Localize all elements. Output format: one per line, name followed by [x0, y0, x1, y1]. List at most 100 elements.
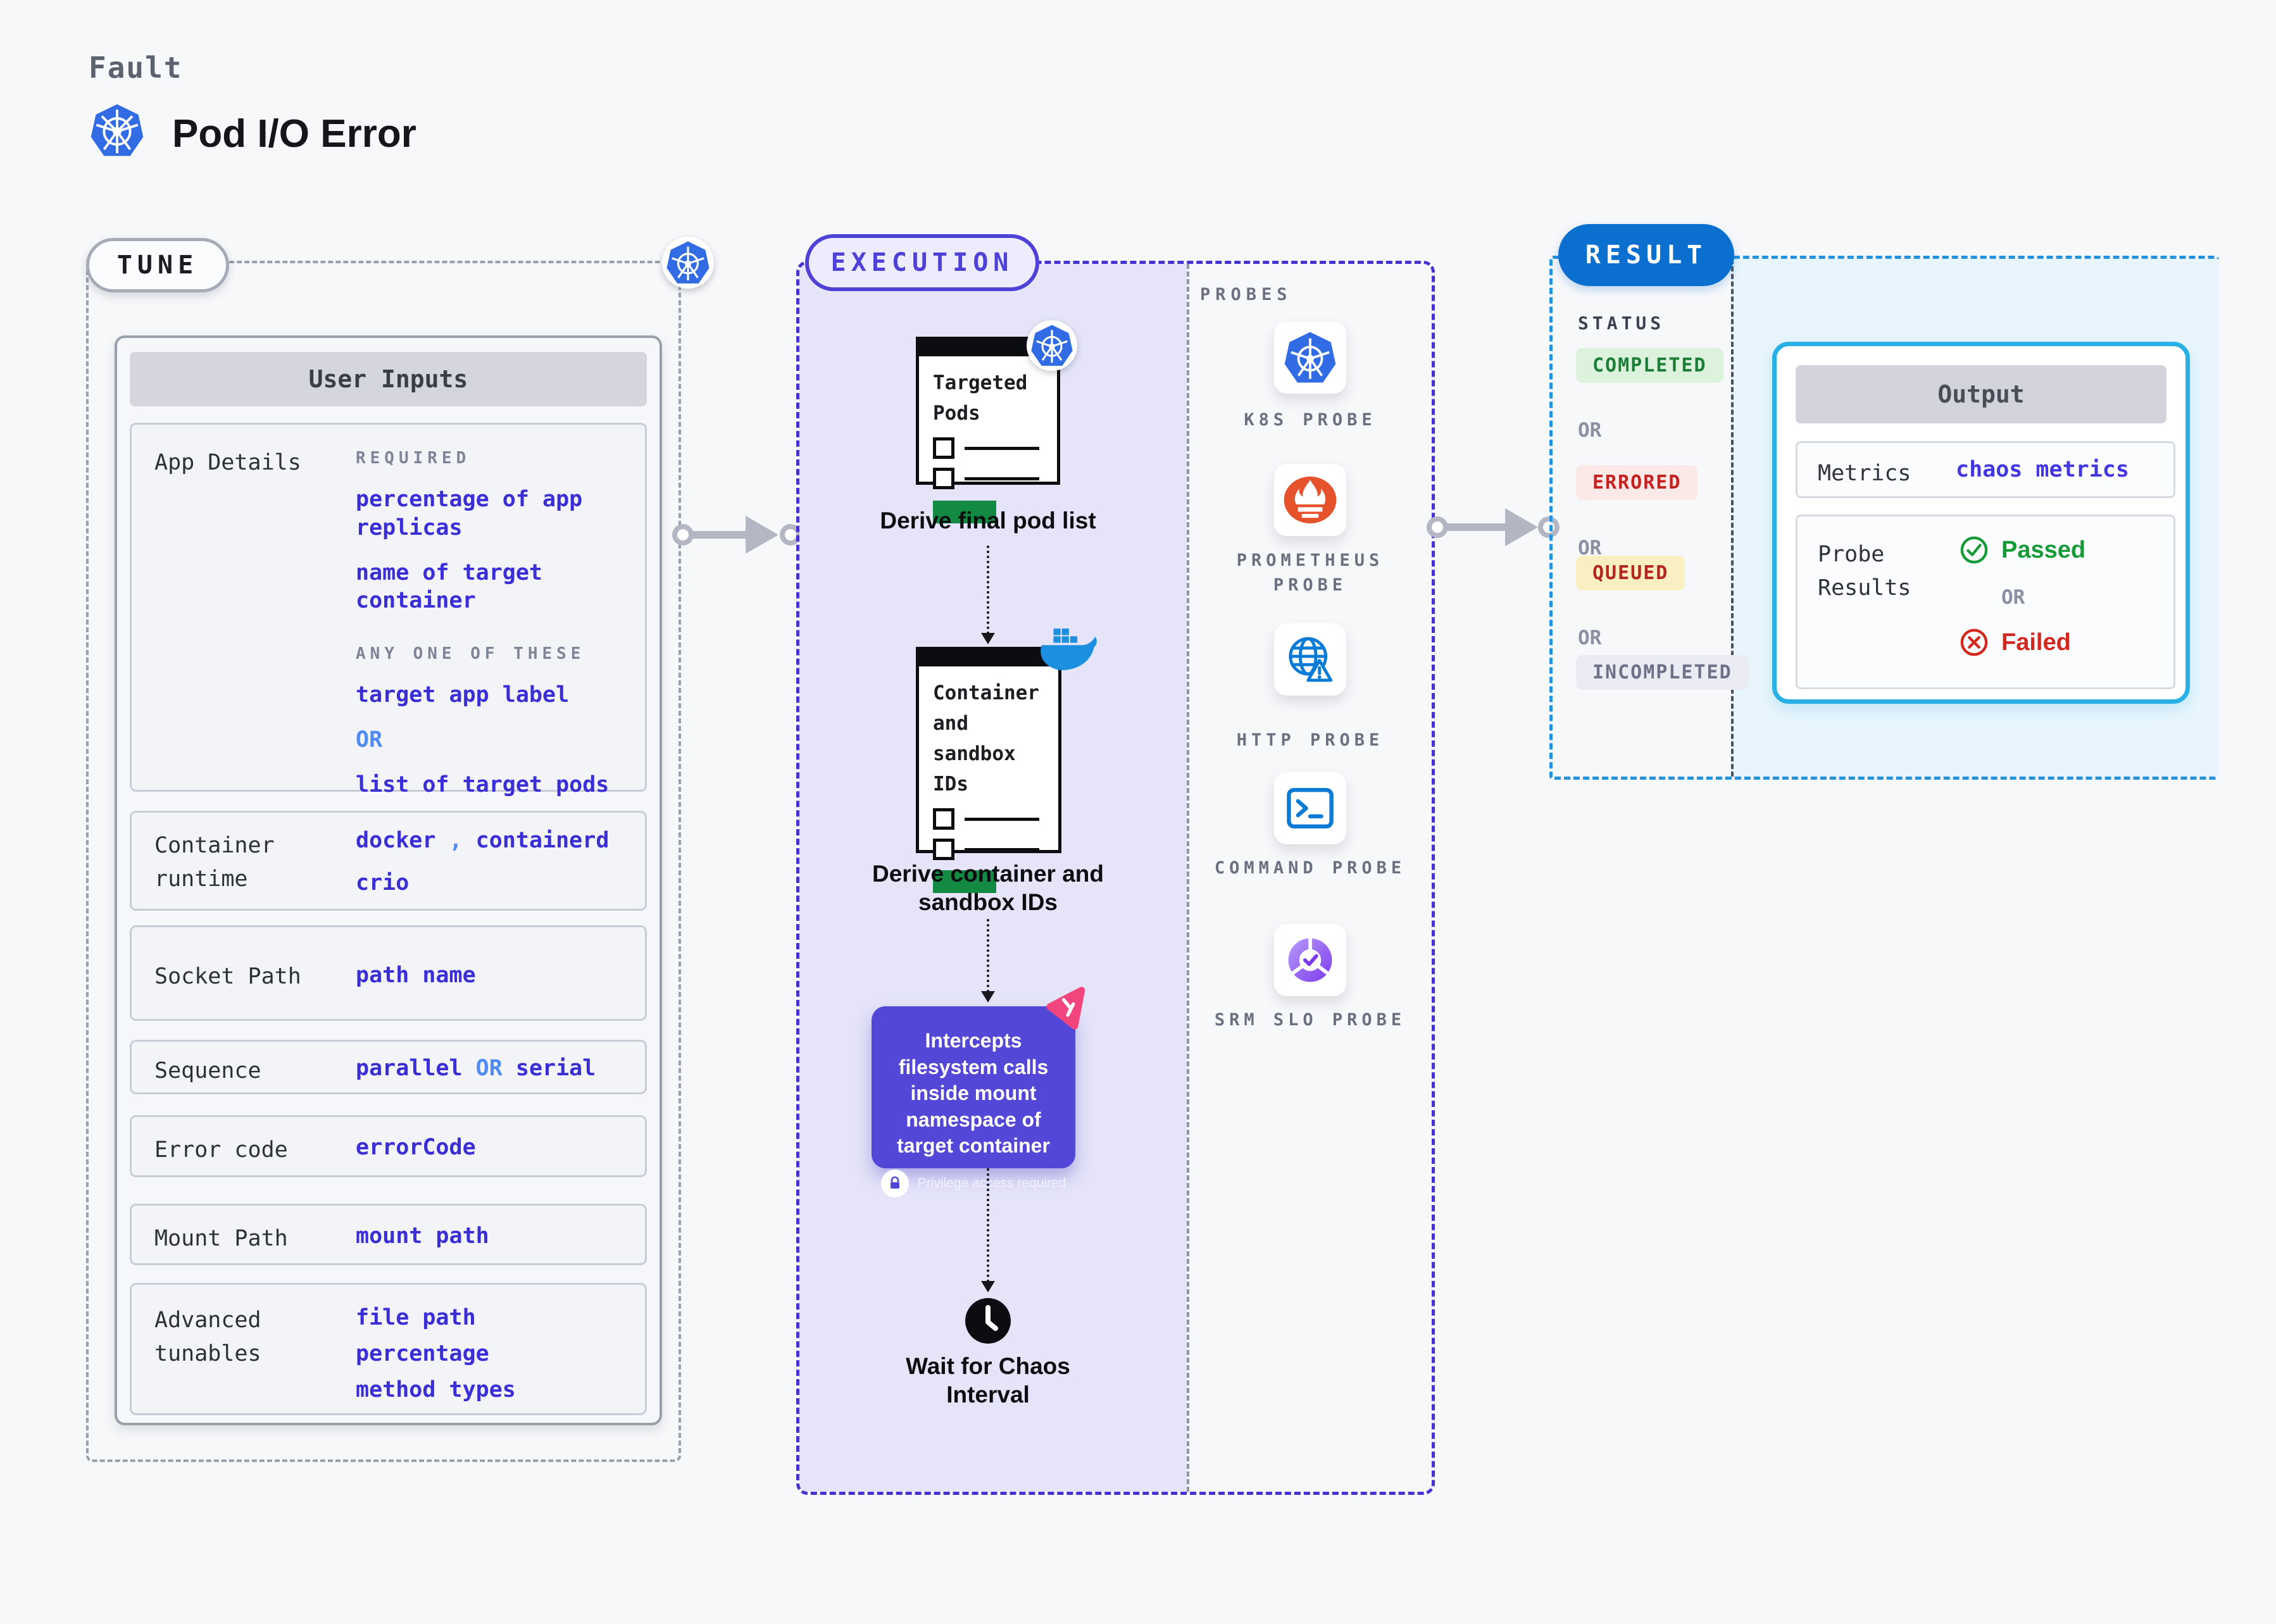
- output-card: Output Metrics chaos metrics Probe Resul…: [1772, 342, 2190, 704]
- error-code-value: errorCode: [356, 1135, 476, 1160]
- advanced-tunables-label: Advanced tunables: [154, 1308, 261, 1366]
- runtime-crio: crio: [356, 870, 410, 896]
- metrics-value: chaos metrics: [1956, 457, 2129, 482]
- tune-frame: [86, 261, 681, 1462]
- probe-results-label: Probe Results: [1818, 542, 1911, 601]
- status-badge: ERRORED: [1576, 465, 1698, 500]
- targeted-pods-node[interactable]: Targeted Pods: [916, 337, 1060, 524]
- checkbox-icon: [933, 468, 954, 490]
- chaos-badge-icon: [1043, 985, 1091, 1033]
- globe-alert-icon: [1289, 637, 1333, 682]
- mount-path-row: Mount Path mount path: [130, 1204, 647, 1265]
- output-title: Output: [1937, 380, 2025, 408]
- probe-name: HTTP PROBE: [1236, 730, 1384, 750]
- comma-separator: ,: [449, 828, 463, 853]
- error-code-row: Error code errorCode: [130, 1115, 647, 1177]
- connector-dot-icon: [1427, 516, 1448, 538]
- advanced-item: file path: [356, 1305, 476, 1330]
- k8s-probe-card[interactable]: [1274, 322, 1346, 394]
- result-divider: [1731, 259, 1734, 777]
- or-text: OR: [1578, 627, 1602, 649]
- checkbox-icon: [933, 437, 954, 459]
- tune-pill[interactable]: TUNE: [86, 238, 229, 292]
- tune-pill-label: TUNE: [116, 251, 199, 280]
- failed-text: Failed: [2001, 628, 2071, 656]
- metrics-label: Metrics: [1818, 461, 1911, 486]
- required-item: name of target container: [356, 559, 543, 614]
- http-probe-card[interactable]: [1274, 623, 1346, 696]
- list-line: [965, 477, 1039, 480]
- execution-to-result-arrow: [1438, 523, 1514, 531]
- socket-path-label: Socket Path: [154, 964, 301, 989]
- socket-path-value: path name: [356, 963, 476, 988]
- probes-divider: [1187, 264, 1189, 1492]
- container-sandbox-title: Container and sandbox IDs: [933, 682, 1039, 796]
- prometheus-probe-card[interactable]: [1274, 464, 1346, 536]
- progress-bar: [933, 870, 996, 894]
- mount-path-label: Mount Path: [154, 1226, 288, 1251]
- probe-name: COMMAND PROBE: [1214, 858, 1406, 878]
- derive-container-ids-caption: Derive container and sandbox IDs: [872, 861, 1104, 916]
- page-title: Pod I/O Error: [172, 112, 416, 156]
- connector-dot-icon: [1538, 516, 1560, 538]
- metrics-row: Metrics chaos metrics: [1796, 441, 2175, 498]
- error-code-label: Error code: [154, 1137, 288, 1163]
- checkbox-icon: [933, 808, 954, 830]
- status-badge: COMPLETED: [1576, 348, 1723, 383]
- sequence-row: Sequence parallel OR serial: [130, 1040, 647, 1094]
- srm-slo-probe-card[interactable]: [1274, 924, 1346, 996]
- user-inputs-title: User Inputs: [308, 365, 468, 393]
- sequence-label: Sequence: [154, 1058, 261, 1084]
- advanced-tunables-row: Advanced tunables file path percentage m…: [130, 1283, 647, 1415]
- probes-heading: PROBES: [1200, 285, 1292, 304]
- kubernetes-icon: [1284, 332, 1336, 383]
- privilege-caption: Privilege access required: [917, 1175, 1066, 1190]
- or-text: OR: [2001, 586, 2025, 609]
- status-badge: QUEUED: [1576, 556, 1685, 590]
- container-runtime-label: Container runtime: [154, 833, 275, 892]
- required-item: percentage of app replicas: [356, 487, 583, 540]
- passed-text: Passed: [2001, 536, 2086, 563]
- execution-pill-label: EXECUTION: [830, 248, 1014, 277]
- flow-connector: [987, 1168, 989, 1282]
- lock-icon: [880, 1169, 909, 1197]
- status-badge: INCOMPLETED: [1576, 655, 1749, 690]
- status-heading: STATUS: [1578, 313, 1665, 334]
- docker-badge: [1038, 627, 1097, 672]
- or-text: OR: [1578, 419, 1602, 442]
- flow-connector: [987, 919, 989, 992]
- intercept-text: Intercepts filesystem calls inside mount…: [897, 1029, 1050, 1158]
- terminal-icon: [1287, 788, 1334, 828]
- option-target-app-label: target app label: [356, 682, 570, 708]
- container-sandbox-node[interactable]: Container and sandbox IDs: [916, 647, 1061, 894]
- list-line: [965, 817, 1039, 821]
- tune-to-execution-arrow: [682, 531, 756, 539]
- intercept-info-box: Intercepts filesystem calls inside mount…: [872, 1006, 1075, 1197]
- connector-dot-icon: [672, 524, 694, 546]
- arrow-head-icon: [1505, 508, 1538, 546]
- command-probe-card[interactable]: [1274, 772, 1346, 844]
- or-text: OR: [356, 727, 383, 753]
- advanced-item: method types: [356, 1377, 516, 1402]
- list-line: [965, 847, 1039, 851]
- progress-bar: [933, 501, 996, 524]
- arrow-down-icon: [981, 633, 995, 644]
- app-details-row: App Details REQUIRED percentage of app r…: [130, 423, 647, 797]
- slo-donut-check-icon: [1288, 937, 1332, 982]
- socket-path-row: Socket Path path name: [130, 925, 647, 1021]
- or-text: OR: [475, 1056, 503, 1081]
- list-line: [965, 446, 1039, 450]
- probe-results-row: Probe Results Passed OR Failed: [1796, 515, 2175, 689]
- execution-pill[interactable]: EXECUTION: [805, 234, 1039, 291]
- mount-path-value: mount path: [356, 1223, 489, 1249]
- probe-name: SRM SLO PROBE: [1214, 1010, 1406, 1030]
- user-inputs-header: User Inputs: [130, 352, 647, 406]
- runtime-docker: docker: [356, 828, 436, 853]
- sequence-serial: serial: [515, 1056, 596, 1081]
- option-list-target-pods: list of target pods: [356, 771, 610, 797]
- targeted-pods-title: Targeted Pods: [933, 372, 1028, 425]
- x-circle-icon: [1960, 628, 1988, 656]
- sequence-parallel: parallel: [356, 1056, 463, 1081]
- result-pill[interactable]: RESULT: [1558, 224, 1734, 286]
